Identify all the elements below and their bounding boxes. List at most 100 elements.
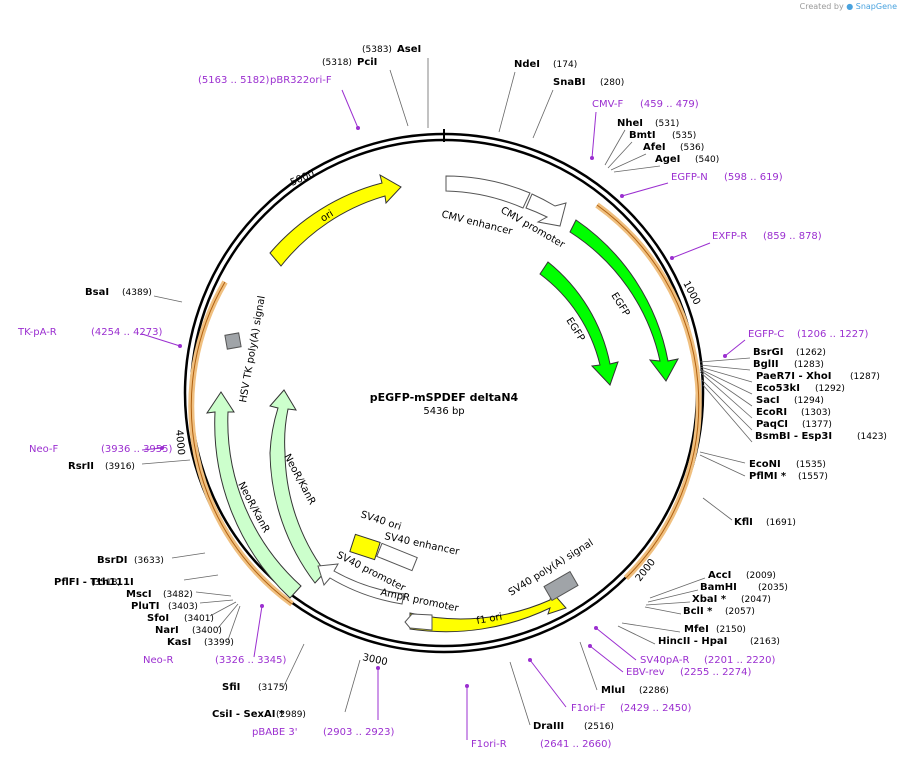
site-label-bglii[interactable]: (1283)BglII <box>753 359 824 370</box>
label-position: (2255 .. 2274) <box>680 667 752 678</box>
site-label-pluti[interactable]: (3403)PluTI <box>131 601 198 612</box>
primer-label-egfp-c[interactable]: (1206 .. 1227)EGFP-C <box>748 329 869 340</box>
site-label-bsai[interactable]: (4389)BsaI <box>85 287 152 298</box>
leader-line <box>217 603 239 629</box>
label-position: (535) <box>672 131 696 141</box>
site-label-pflmi-[interactable]: (1557)PflMI * <box>749 471 828 482</box>
label-position: (1377) <box>802 420 832 430</box>
primer-label-egfp-n[interactable]: (598 .. 619)EGFP-N <box>671 172 783 183</box>
site-label-sfoi[interactable]: (3401)SfoI <box>147 613 214 624</box>
label-name: KflI <box>734 517 753 528</box>
site-label-bsmbi-esp3i[interactable]: (1423)BsmBI - Esp3I <box>755 431 887 442</box>
site-label-ecori[interactable]: (1303)EcoRI <box>756 407 831 418</box>
label-position: (2201 .. 2220) <box>704 655 776 666</box>
leader-line <box>617 625 656 645</box>
primer-label-neo-f[interactable]: (3936 .. 3955)Neo-F <box>29 444 173 455</box>
leader-line <box>699 369 753 407</box>
primer-mark <box>376 666 380 670</box>
site-label-csii-sexai-[interactable]: (2989)CsiI - SexAI * <box>212 709 306 720</box>
leader-line <box>529 659 567 708</box>
label-position: (1423) <box>857 432 887 442</box>
site-label-afei[interactable]: (536)AfeI <box>643 142 704 153</box>
site-label-ndei[interactable]: (174)NdeI <box>514 59 577 70</box>
leader-line <box>701 379 753 431</box>
site-label-hincii-hpai[interactable]: (2163)HincII - HpaI <box>658 636 780 647</box>
site-label-bsrdi[interactable]: (3633)BsrDI <box>97 555 164 566</box>
feature-f1-ori <box>409 590 567 633</box>
site-label-sfii[interactable]: (3175)SfiI <box>222 682 288 693</box>
label-position: (1294) <box>794 396 824 406</box>
site-label-paqci[interactable]: (1377)PaqCI <box>756 419 832 430</box>
tick-label: 3000 <box>361 652 388 668</box>
leader-line <box>699 451 746 464</box>
leader-line <box>607 141 633 169</box>
site-label-kfli[interactable]: (1691)KflI <box>734 517 796 528</box>
label-position: (2286) <box>639 686 669 696</box>
site-label-eco53ki[interactable]: (1292)Eco53kI <box>756 383 845 394</box>
primer-mark <box>670 256 674 260</box>
tick-label: 4000 <box>173 429 186 455</box>
site-label-saci[interactable]: (1294) SacI <box>756 395 824 406</box>
site-label-nhei[interactable]: (531) NheI <box>617 118 679 129</box>
site-label-pcii[interactable]: (5318)PciI <box>322 57 377 68</box>
label-position: (1292) <box>815 384 845 394</box>
label-name: SacI <box>756 395 780 406</box>
primer-label-sv40pa-r[interactable]: (2201 .. 2220)SV40pA-R <box>640 655 776 666</box>
site-label-bmti[interactable]: (535)BmtI <box>629 130 696 141</box>
primer-mark <box>160 446 164 450</box>
primer-label-tk-pa-r[interactable]: (4254 .. 4273)TK-pA-R <box>17 327 163 338</box>
feature-sv40-ori <box>349 533 381 561</box>
label-position: (2903 .. 2923) <box>323 727 395 738</box>
primer-label-pbr322ori-f[interactable]: (5163 .. 5182)pBR322ori-F <box>198 75 332 86</box>
label-layer: (5383)AseI (5318)PciI (5163 .. 5182)pBR322… <box>17 44 887 750</box>
label-name: BsrDI <box>97 555 128 566</box>
site-label-rsrii[interactable]: (3916)RsrII <box>68 461 135 472</box>
site-label-msci[interactable]: (3482)MscI <box>126 589 193 600</box>
site-label-bamhi[interactable]: (2035)BamHI <box>700 582 788 593</box>
site-label-mlui[interactable]: (2286)MluI <box>601 685 669 696</box>
egfp-orf-line <box>596 204 700 579</box>
leader-line <box>389 69 409 127</box>
leader-line <box>699 364 751 371</box>
site-label-draiii[interactable]: (2516)DraIII <box>533 721 614 732</box>
leader-line <box>621 182 669 197</box>
label-position: (459 .. 479) <box>640 99 699 110</box>
leader-line <box>227 605 241 641</box>
primer-label-f1ori-r[interactable]: (2641 .. 2660)F1ori-R <box>471 739 612 750</box>
site-label-kasi[interactable]: (3399)KasI <box>167 637 234 648</box>
feature-ori <box>269 173 402 267</box>
site-label-pflfi-tth111i[interactable]: (3518)PflFI - Tth111I <box>54 577 134 588</box>
site-label-agei[interactable]: (540)AgeI <box>655 154 719 165</box>
site-label-nari[interactable]: (3400)NarI <box>155 625 222 636</box>
leader-line <box>209 601 237 617</box>
primer-label-pbabe-3-[interactable]: (2903 .. 2923)pBABE 3' <box>252 727 395 738</box>
site-label-econi[interactable]: (1535)EcoNI <box>749 459 826 470</box>
primer-label-neo-r[interactable]: (3326 .. 3345)Neo-R <box>143 655 287 666</box>
label-name: XbaI * <box>692 594 727 605</box>
primer-label-f1ori-f[interactable]: (2429 .. 2450)F1ori-F <box>571 703 692 714</box>
primer-label-exfp-r[interactable]: (859 .. 878)EXFP-R <box>712 231 822 242</box>
primer-label-ebv-rev[interactable]: (2255 .. 2274)EBV-rev <box>626 667 752 678</box>
leader-line <box>509 661 531 726</box>
label-name: NheI <box>617 118 643 129</box>
label-name: HincII - HpaI <box>658 636 727 647</box>
site-label-acci[interactable]: (2009)AccI <box>708 570 776 581</box>
site-label-bsrgi[interactable]: (1262)BsrGI <box>753 347 826 358</box>
site-label-mfei[interactable]: (2150)MfeI <box>684 624 746 635</box>
label-position: (1535) <box>796 460 826 470</box>
label-position: (280) <box>600 78 624 88</box>
site-label-xbai-[interactable]: (2047)XbaI * <box>692 594 771 605</box>
site-label-paer7i-xhoi[interactable]: (1287)PaeR7I - XhoI <box>756 371 880 382</box>
label-name: AseI <box>397 44 421 55</box>
leader-line <box>699 371 753 419</box>
label-position: (531) <box>655 119 679 129</box>
primer-label-cmv-f[interactable]: (459 .. 479)CMV-F <box>592 99 699 110</box>
site-label-asei[interactable]: (5383)AseI <box>362 44 421 55</box>
feature-hsv-tk-polya <box>224 332 242 350</box>
label-position: (1287) <box>850 372 880 382</box>
tick-label: 5000 <box>289 168 317 188</box>
site-label-snabi[interactable]: (280)SnaBI <box>553 77 624 88</box>
label-name: F1ori-F <box>571 703 606 714</box>
label-position: (2989) <box>276 710 306 720</box>
site-label-bcli-[interactable]: (2057)BclI * <box>683 606 755 617</box>
